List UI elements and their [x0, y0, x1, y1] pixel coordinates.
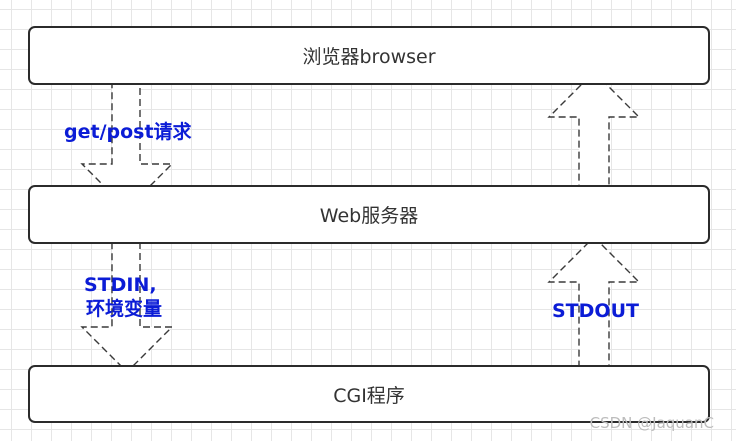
stdin-label: STDIN,	[84, 274, 157, 296]
browser-box-label: 浏览器browser	[302, 46, 436, 68]
web-server-box-label: Web服务器	[319, 205, 419, 227]
cgi-box-label: CGI程序	[333, 384, 405, 407]
cgi-box[interactable]: CGI程序	[28, 365, 710, 423]
arrow-request-down	[80, 71, 174, 210]
browser-box[interactable]: 浏览器browser	[28, 26, 710, 85]
arrow-stdin-down	[80, 236, 174, 373]
env-vars-label: 环境变量	[86, 298, 163, 320]
request-label: get/post请求	[64, 121, 192, 143]
stdout-label: STDOUT	[552, 300, 639, 322]
web-server-box[interactable]: Web服务器	[28, 185, 710, 244]
watermark: CSDN @JaquanC	[589, 414, 714, 432]
